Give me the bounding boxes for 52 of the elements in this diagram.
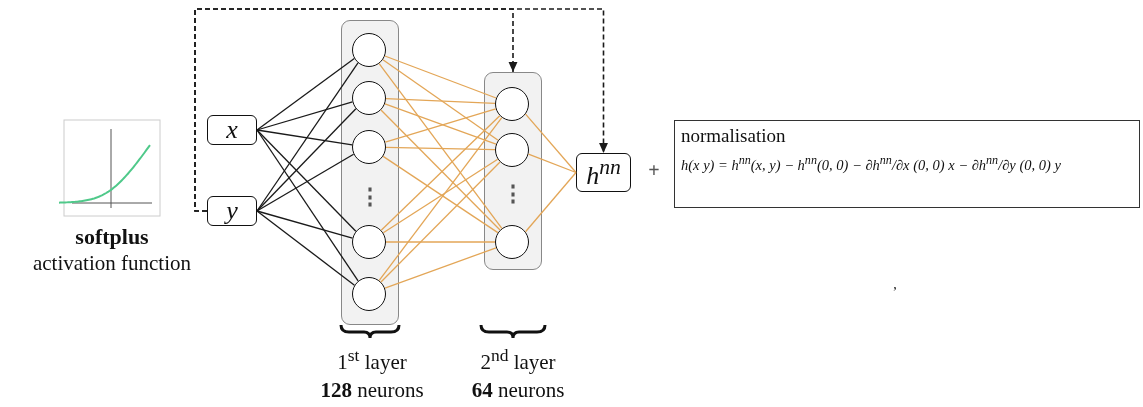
formula-title: normalisation — [681, 125, 787, 147]
connection-line — [256, 129, 359, 282]
neuron-circle — [495, 225, 529, 259]
connection-line — [384, 55, 497, 99]
connection-line — [385, 146, 496, 151]
ellipsis-dots: ⋮ — [502, 181, 524, 207]
ellipsis-dots: ⋮ — [359, 184, 381, 210]
connection-line — [256, 101, 354, 131]
connection-line — [384, 247, 497, 289]
connection-line — [382, 59, 499, 141]
connection-line — [385, 241, 496, 243]
connection-line — [256, 57, 355, 131]
variable-box — [207, 196, 257, 226]
layer-panel — [341, 20, 399, 325]
connection-line — [524, 171, 577, 233]
layer-label: 2$^{nd}$ layer — [480, 345, 556, 375]
connection-line — [256, 153, 355, 212]
connection-line — [380, 161, 501, 283]
neuron-circle — [352, 33, 386, 67]
neuron-circle — [352, 225, 386, 259]
connection-line — [524, 113, 577, 174]
variable-label: x — [226, 115, 238, 145]
variable-box — [207, 115, 257, 145]
connection-line — [256, 108, 357, 212]
neuron-circle — [495, 87, 529, 121]
neuron-circle — [352, 277, 386, 311]
layer-label: 1$^{st}$ layer — [337, 345, 407, 375]
connection-line — [378, 116, 503, 282]
plus-sign: + — [648, 158, 660, 182]
neuron-count: 128 neurons — [320, 377, 424, 403]
neuron-circle — [352, 81, 386, 115]
variable-label: y — [226, 196, 238, 226]
caption-text: activation function — [33, 250, 191, 276]
neuron-circle — [495, 133, 529, 167]
formula-text: h(x y) = h$^{nn}$(x, y) − h$^{nn}$(0, 0) − ∂h$^{nn}$/∂x (0, 0) x − ∂h$^{nn}$/∂y (0, 0) y — [681, 153, 1062, 174]
connection-line — [256, 129, 353, 146]
connection-line — [256, 129, 357, 232]
layer-panel — [484, 72, 542, 270]
connection-line — [256, 62, 359, 212]
connection-line — [385, 98, 496, 104]
comma-mark: , — [893, 277, 897, 293]
formula-box — [674, 120, 1140, 208]
neuron-circle — [352, 130, 386, 164]
connection-line — [256, 210, 356, 286]
variable-box — [576, 153, 631, 192]
connection-line — [378, 63, 503, 229]
softplus-label: softplus — [75, 224, 149, 250]
neuron-count: 64 neurons — [471, 377, 565, 403]
dashed-arrow — [194, 8, 608, 212]
connection-line — [527, 153, 577, 174]
variable-label: h$^{nn}$ — [586, 154, 621, 191]
connection-line — [256, 210, 354, 239]
